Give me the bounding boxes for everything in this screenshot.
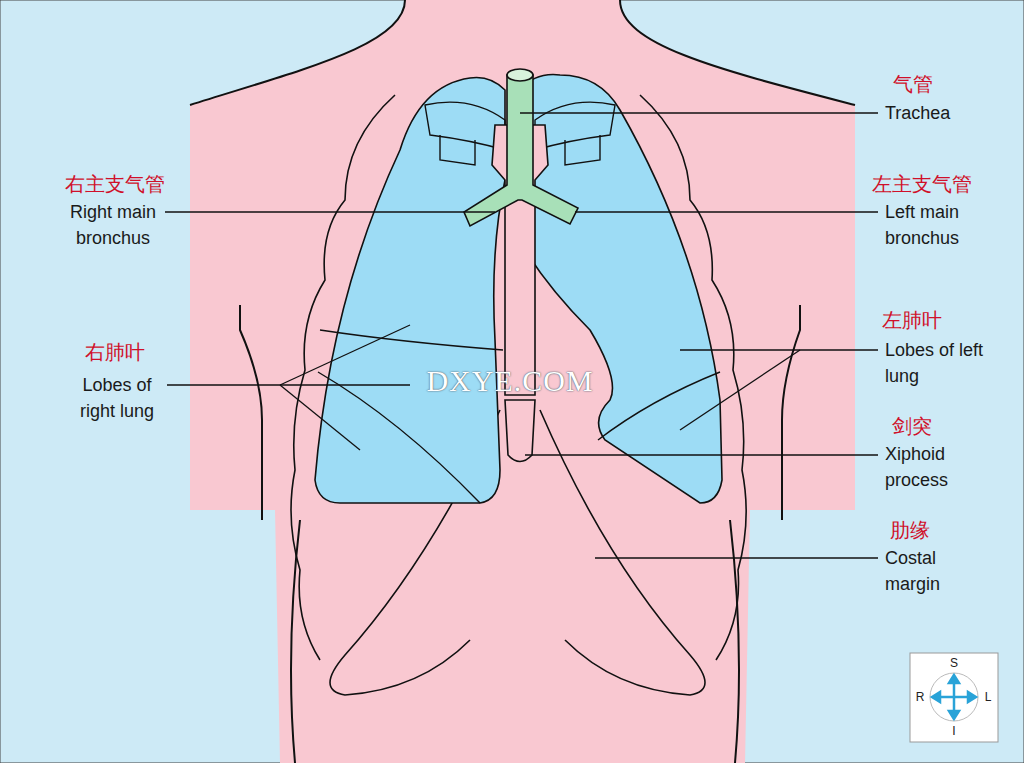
chinese-label: 左主支气管 xyxy=(872,172,972,196)
compass-letter: S xyxy=(944,656,964,670)
structure-label: Xiphoid process xyxy=(885,441,985,493)
structure-label: Trachea xyxy=(885,100,1005,126)
structure-label: Costal margin xyxy=(885,545,985,597)
structure-label: Lobes of left lung xyxy=(885,337,985,389)
structure-label: Lobes of right lung xyxy=(67,372,167,424)
chinese-label: 左肺叶 xyxy=(882,308,942,332)
structure-label: Left main bronchus xyxy=(885,199,995,251)
watermark: DXYE.COM xyxy=(380,364,640,398)
chinese-label: 肋缘 xyxy=(890,518,930,542)
structure-label: Right main bronchus xyxy=(58,199,168,251)
chinese-label: 右肺叶 xyxy=(35,340,195,364)
compass-letter: R xyxy=(913,690,927,704)
chinese-label: 气管 xyxy=(893,72,933,96)
compass-letter: L xyxy=(981,690,995,704)
compass-letter: I xyxy=(944,724,964,738)
chinese-label: 剑突 xyxy=(892,414,932,438)
chinese-label: 右主支气管 xyxy=(35,172,195,196)
